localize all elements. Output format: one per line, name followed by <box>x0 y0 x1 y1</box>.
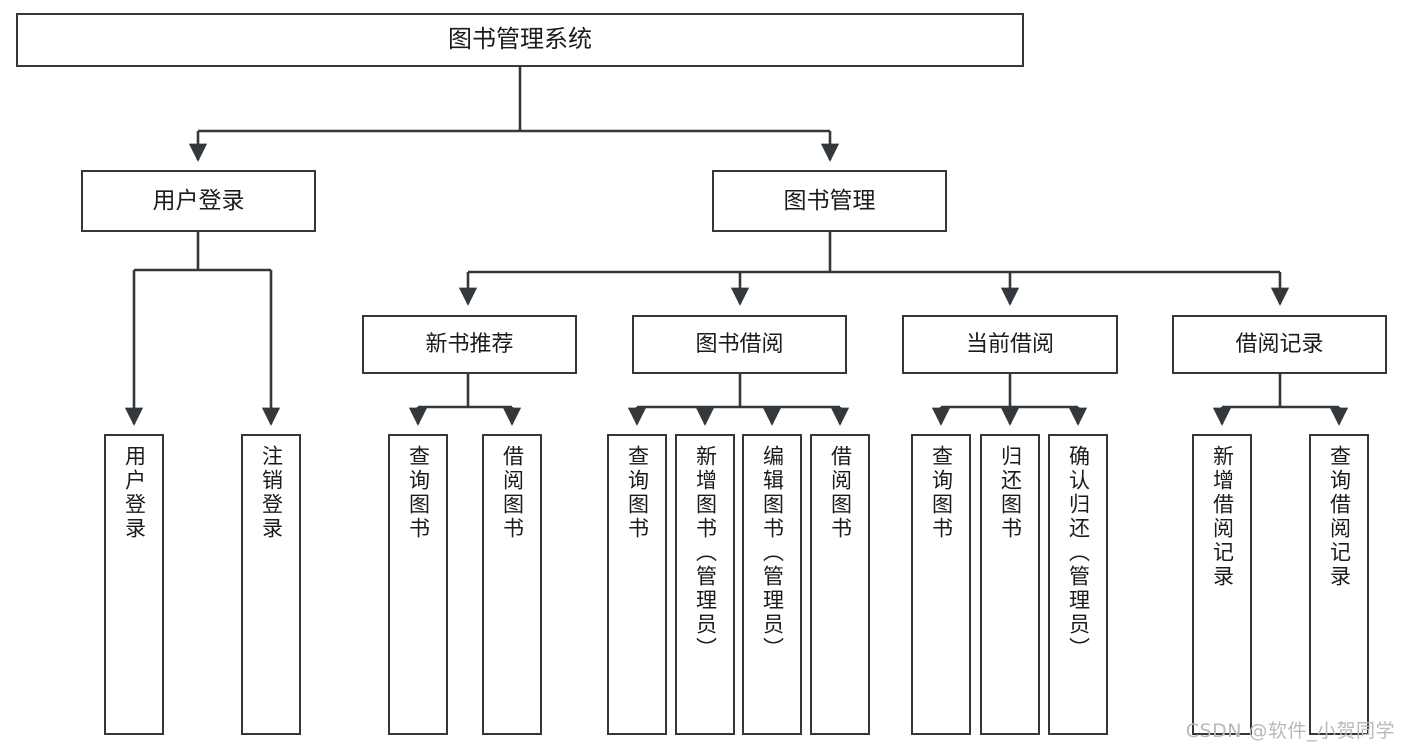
node-leaf-query-book-3-label: 查询图书 <box>929 445 954 541</box>
node-leaf-add-book[interactable]: 新增图书（管理员） <box>675 434 735 735</box>
node-leaf-borrow-book-2-label: 借阅图书 <box>828 445 853 541</box>
node-leaf-user-login[interactable]: 用户登录 <box>104 434 164 735</box>
node-leaf-return-book[interactable]: 归还图书 <box>980 434 1040 735</box>
node-book-borrow-label: 图书借阅 <box>695 331 784 357</box>
watermark: CSDN @软件_小贺同学 <box>1185 720 1395 742</box>
node-book-manage-label: 图书管理 <box>783 187 876 214</box>
node-leaf-return-book-label: 归还图书 <box>998 445 1023 541</box>
node-book-borrow[interactable]: 图书借阅 <box>632 315 847 374</box>
node-book-manage[interactable]: 图书管理 <box>712 170 947 232</box>
node-leaf-borrow-book-1[interactable]: 借阅图书 <box>482 434 542 735</box>
node-borrow-record-label: 借阅记录 <box>1235 331 1324 357</box>
node-leaf-query-book-3[interactable]: 查询图书 <box>911 434 971 735</box>
node-new-book-recommend[interactable]: 新书推荐 <box>362 315 577 374</box>
node-leaf-add-record[interactable]: 新增借阅记录 <box>1192 434 1252 735</box>
node-leaf-borrow-book-1-label: 借阅图书 <box>500 445 525 541</box>
node-leaf-confirm-return[interactable]: 确认归还（管理员） <box>1048 434 1108 735</box>
node-leaf-edit-book[interactable]: 编辑图书（管理员） <box>742 434 802 735</box>
node-leaf-logout-label: 注销登录 <box>259 445 284 541</box>
node-leaf-borrow-book-2[interactable]: 借阅图书 <box>810 434 870 735</box>
node-leaf-query-book-1-label: 查询图书 <box>406 445 431 541</box>
node-leaf-query-book-1[interactable]: 查询图书 <box>388 434 448 735</box>
node-borrow-record[interactable]: 借阅记录 <box>1172 315 1387 374</box>
node-leaf-user-login-label: 用户登录 <box>122 445 147 541</box>
node-leaf-logout[interactable]: 注销登录 <box>241 434 301 735</box>
node-root[interactable]: 图书管理系统 <box>16 13 1024 67</box>
node-leaf-query-book-2[interactable]: 查询图书 <box>607 434 667 735</box>
node-current-borrow-label: 当前借阅 <box>965 331 1054 357</box>
node-leaf-add-record-label: 新增借阅记录 <box>1210 445 1235 589</box>
node-current-borrow[interactable]: 当前借阅 <box>902 315 1118 374</box>
node-leaf-edit-book-label: 编辑图书（管理员） <box>760 445 785 661</box>
node-leaf-query-record-label: 查询借阅记录 <box>1327 445 1352 589</box>
node-leaf-query-record[interactable]: 查询借阅记录 <box>1309 434 1369 735</box>
node-leaf-confirm-return-label: 确认归还（管理员） <box>1066 445 1091 661</box>
node-user-login[interactable]: 用户登录 <box>81 170 316 232</box>
node-root-label: 图书管理系统 <box>448 25 592 54</box>
node-user-login-label: 用户登录 <box>152 187 245 214</box>
node-leaf-query-book-2-label: 查询图书 <box>625 445 650 541</box>
node-new-book-recommend-label: 新书推荐 <box>425 331 514 357</box>
node-leaf-add-book-label: 新增图书（管理员） <box>693 445 718 661</box>
